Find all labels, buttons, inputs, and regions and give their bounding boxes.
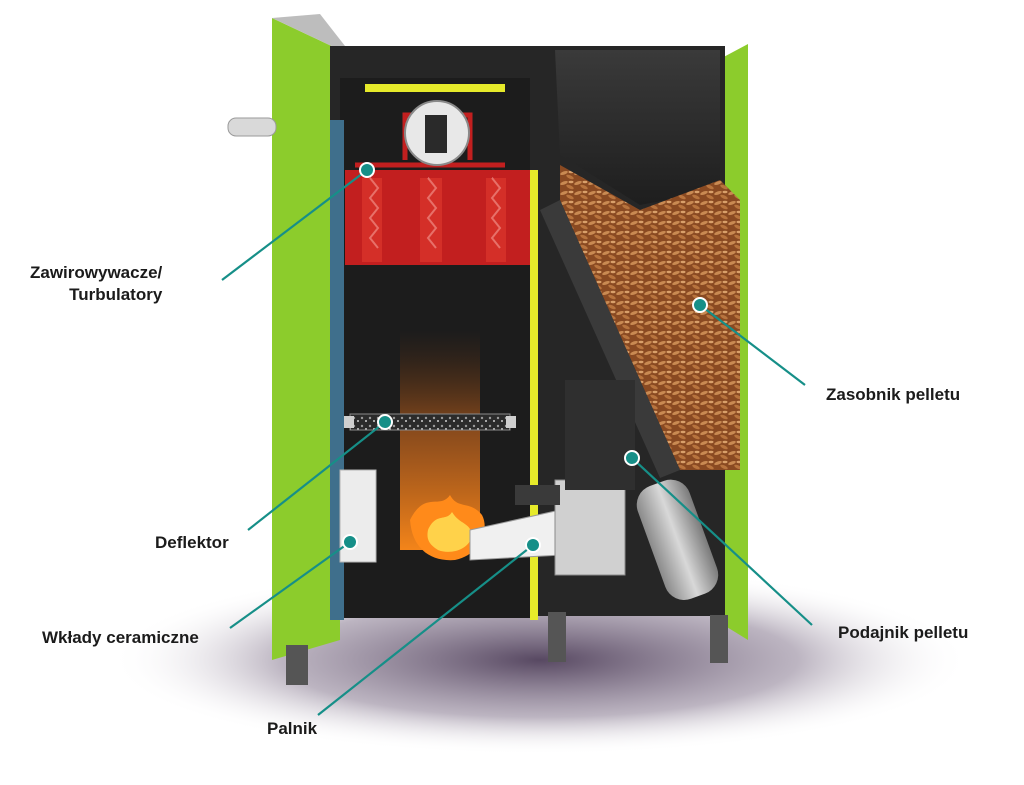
feeder-auger	[636, 479, 719, 600]
hopper-top	[555, 50, 720, 205]
label-ceramic-inserts: Wkłady ceramiczne	[42, 628, 199, 647]
flue-outlet-core	[425, 115, 447, 153]
callout-line-feeder	[631, 457, 813, 626]
callout-line-deflector	[247, 421, 386, 531]
top-trim	[365, 84, 505, 92]
callout-dots	[342, 162, 708, 553]
callout-line-turbulators	[221, 169, 368, 281]
tube-col-3	[486, 178, 506, 262]
callout-line-hopper	[699, 304, 806, 386]
label-burner: Palnik	[267, 719, 318, 738]
callout-dot-burner	[525, 537, 541, 553]
tube-col-2	[420, 178, 442, 262]
callout-dot-ceramic	[342, 534, 358, 550]
feeder-chute	[565, 380, 635, 490]
casing-left-panel	[272, 18, 340, 660]
fire-core	[427, 512, 472, 552]
burner-housing	[554, 479, 626, 576]
burner-base	[515, 485, 560, 505]
callout-dot-feeder	[624, 450, 640, 466]
callout-line-ceramic	[229, 541, 351, 629]
leg-mid	[548, 612, 566, 662]
callout-dot-deflector	[377, 414, 393, 430]
hopper-pellets	[560, 165, 740, 470]
callout-line-burner	[317, 544, 534, 716]
tube-col-1	[362, 178, 382, 262]
flue-stub	[227, 117, 277, 137]
callout-dot-hopper	[692, 297, 708, 313]
deflector-bar	[349, 413, 511, 431]
label-pellet-hopper: Zasobnik pelletu	[826, 385, 961, 404]
label-deflector: Deflektor	[155, 533, 229, 552]
callout-lines	[221, 169, 813, 716]
callout-dot-turbulators	[359, 162, 375, 178]
casing-top-edge	[272, 14, 345, 50]
deflector-end-right	[506, 416, 516, 428]
leg-right	[710, 615, 728, 663]
label-turbulators: Zawirowywacze/ Turbulatory	[30, 262, 162, 306]
label-turbulators-line2: Turbulatory	[69, 285, 163, 304]
chamber-right-trim	[530, 170, 538, 620]
hopper-slope	[540, 200, 680, 478]
label-pellet-feeder: Podajnik pelletu	[838, 623, 969, 642]
label-turbulators-line1: Zawirowywacze/	[30, 263, 163, 282]
deflector-end-left	[344, 416, 354, 428]
leg-left	[286, 645, 308, 685]
